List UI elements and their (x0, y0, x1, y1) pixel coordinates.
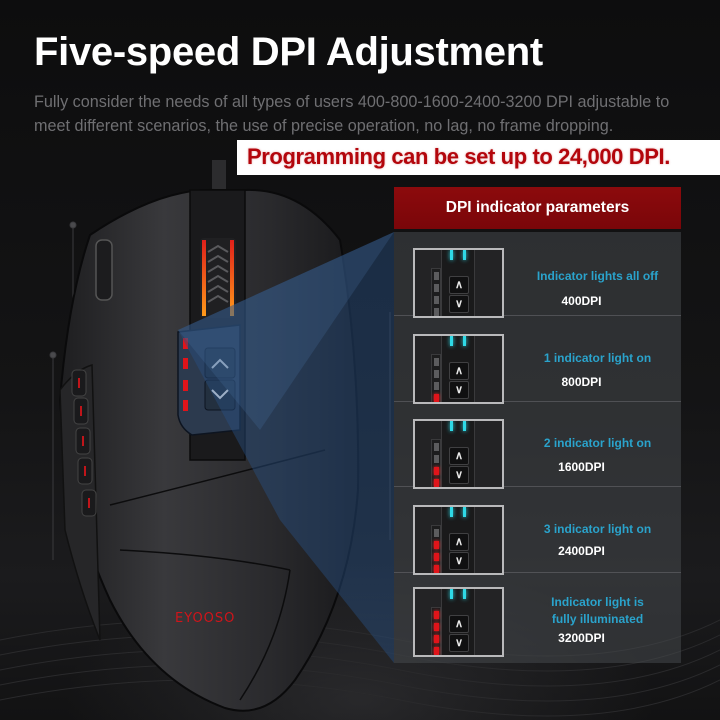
dpi-indicator-panel: ∧ ∨ Indicator lights all off 400DPI ∧ ∨ … (394, 232, 681, 663)
dpi-down-icon: ∨ (449, 466, 469, 484)
brand-logo: EYOOSO (175, 611, 235, 626)
dpi-up-icon: ∧ (449, 362, 469, 380)
dpi-row-400: ∧ ∨ Indicator lights all off 400DPI (394, 232, 681, 318)
indicator-description: 1 indicator light on (543, 351, 652, 365)
dpi-value: 1600DPI (558, 460, 605, 474)
wheel-light-icon (463, 507, 466, 517)
wheel-light-icon (463, 250, 466, 260)
wheel-light-icon (450, 507, 453, 517)
dpi-row-1600: ∧ ∨ 2 indicator light on 1600DPI (394, 403, 681, 489)
led-strip (431, 607, 441, 655)
dpi-up-icon: ∧ (449, 276, 469, 294)
indicator-description: Indicator light is (551, 595, 644, 609)
led-strip (431, 439, 441, 487)
wheel-light-icon (450, 589, 453, 599)
dpi-row-2400: ∧ ∨ 3 indicator light on 2400DPI (394, 489, 681, 575)
page-title: Five-speed DPI Adjustment (34, 30, 543, 74)
led-strip (431, 525, 441, 573)
dpi-value: 3200DPI (558, 631, 605, 645)
led-strip (431, 354, 441, 402)
promo-banner: Programming can be set up to 24,000 DPI. (237, 140, 720, 175)
indicator-thumbnail: ∧ ∨ (413, 505, 504, 575)
indicator-description: 2 indicator light on (543, 436, 652, 450)
dpi-down-icon: ∨ (449, 552, 469, 570)
wheel-light-icon (463, 589, 466, 599)
indicator-thumbnail: ∧ ∨ (413, 419, 504, 489)
indicator-thumbnail: ∧ ∨ (413, 587, 504, 657)
indicator-description-line2: fully illuminated (551, 612, 644, 626)
promo-banner-text: Programming can be set up to 24,000 DPI. (247, 144, 670, 169)
dpi-down-icon: ∨ (449, 381, 469, 399)
dpi-row-800: ∧ ∨ 1 indicator light on 800DPI (394, 318, 681, 404)
dpi-up-icon: ∧ (449, 447, 469, 465)
wheel-light-icon (450, 336, 453, 346)
dpi-value: 2400DPI (558, 544, 605, 558)
wheel-light-icon (463, 336, 466, 346)
wheel-light-icon (450, 421, 453, 431)
wheel-light-icon (463, 421, 466, 431)
indicator-thumbnail: ∧ ∨ (413, 334, 504, 404)
dpi-value: 400DPI (561, 294, 602, 308)
wheel-light-icon (450, 250, 453, 260)
gaming-mouse-image: EYOOSO (58, 160, 360, 712)
dpi-up-icon: ∧ (449, 615, 469, 633)
dpi-value: 800DPI (561, 375, 602, 389)
indicator-thumbnail: ∧ ∨ (413, 248, 504, 318)
dpi-panel-title: DPI indicator parameters (445, 199, 630, 216)
page-subtitle: Fully consider the needs of all types of… (34, 93, 670, 135)
dpi-up-icon: ∧ (449, 533, 469, 551)
led-strip (431, 268, 441, 316)
dpi-row-3200: ∧ ∨ Indicator light is fully illuminated… (394, 575, 681, 663)
dpi-down-icon: ∨ (449, 634, 469, 652)
dpi-down-icon: ∨ (449, 295, 469, 313)
indicator-description: Indicator lights all off (536, 269, 659, 283)
indicator-description: 3 indicator light on (543, 522, 652, 536)
dpi-panel-header: DPI indicator parameters (394, 187, 681, 229)
